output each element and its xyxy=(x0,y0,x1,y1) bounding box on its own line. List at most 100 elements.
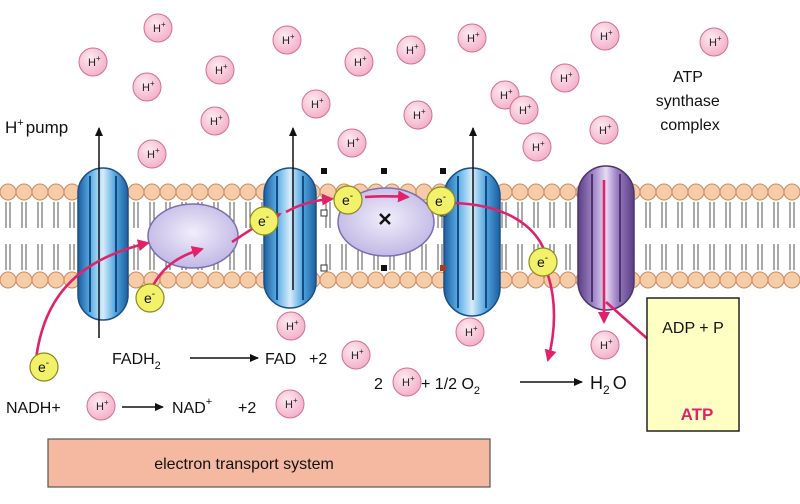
lipid-head xyxy=(175,183,193,201)
svg-text:H+: H+ xyxy=(147,146,160,161)
lipid-head xyxy=(0,271,17,289)
svg-text:H+: H+ xyxy=(88,54,101,69)
water-coefficient: 2 xyxy=(374,376,383,393)
lipid-head xyxy=(47,183,65,201)
lipid-head xyxy=(47,271,65,289)
fadh2-label: FADH2 xyxy=(112,351,161,372)
carrier-oval-2 xyxy=(337,187,435,257)
lipid-head xyxy=(351,271,369,289)
carrier-oval-1 xyxy=(147,203,239,269)
lipid-head xyxy=(0,183,17,201)
svg-text:e-: e- xyxy=(435,192,446,209)
lipid-head xyxy=(511,183,529,201)
lipid-tail-pair xyxy=(725,202,731,270)
svg-text:H+: H+ xyxy=(600,28,613,43)
lipid-head xyxy=(655,271,673,289)
lipid-tail-pair xyxy=(789,202,795,270)
lipid-tail-pair xyxy=(37,202,43,270)
lipid-head xyxy=(783,271,800,289)
lipid-head xyxy=(31,271,49,289)
h-ion: H+ xyxy=(132,72,162,102)
svg-text:H+: H+ xyxy=(413,107,426,122)
lipid-tail-pair xyxy=(245,202,251,270)
lipid-head xyxy=(687,183,705,201)
atp-synthase-channel xyxy=(577,165,635,311)
svg-text:H+: H+ xyxy=(311,96,324,111)
electron-path-nadh xyxy=(33,239,150,371)
fad-plus2-label: +2 xyxy=(309,351,327,368)
lipid-head xyxy=(239,271,257,289)
lipid-head xyxy=(655,183,673,201)
svg-text:H+: H+ xyxy=(210,113,223,128)
lipid-tail-pair xyxy=(677,202,683,270)
h-ion: H+ xyxy=(590,21,620,51)
h-ion: H+ xyxy=(86,391,116,421)
svg-text:H+: H+ xyxy=(215,62,228,77)
h-ion: H+ xyxy=(137,139,167,169)
svg-text:H+: H+ xyxy=(532,139,545,154)
h-ion: H+ xyxy=(205,55,235,85)
lipid-head xyxy=(415,271,433,289)
h-ion: H+ xyxy=(509,95,539,125)
svg-text:H+: H+ xyxy=(153,20,166,35)
svg-text:H+: H+ xyxy=(600,337,613,352)
lipid-head xyxy=(783,183,800,201)
water-equation-oxygen: + 1/2 O2 xyxy=(421,376,480,397)
h-ion: H+ xyxy=(403,100,433,130)
svg-text:H+: H+ xyxy=(709,34,722,49)
lipid-head xyxy=(671,183,689,201)
svg-text:H+: H+ xyxy=(519,102,532,117)
lipid-head xyxy=(367,271,385,289)
svg-text:H+: H+ xyxy=(351,347,364,362)
electron: e- xyxy=(528,247,558,277)
lipid-head xyxy=(511,271,529,289)
nad-label: NAD+ xyxy=(172,396,212,417)
lipid-tail-pair xyxy=(709,202,715,270)
h-ion: H+ xyxy=(200,106,230,136)
lipid-head xyxy=(703,271,721,289)
electron-path-to-water xyxy=(544,274,557,362)
lipid-head xyxy=(191,271,209,289)
lipid-tail-pair xyxy=(741,202,747,270)
atp-production-box xyxy=(646,297,740,432)
h-pump-complex-3 xyxy=(443,167,501,317)
electron: e- xyxy=(29,352,59,382)
center-marker xyxy=(379,213,391,225)
lipid-head xyxy=(751,271,769,289)
lipid-head xyxy=(639,271,657,289)
electron: e- xyxy=(249,206,279,236)
svg-text:H+: H+ xyxy=(282,32,295,47)
h-pump-label: H+pump xyxy=(5,117,68,137)
lipid-head xyxy=(159,271,177,289)
ets-caption-box xyxy=(47,438,491,488)
lipid-head xyxy=(559,183,577,201)
svg-text:e-: e- xyxy=(38,358,49,375)
svg-text:H+: H+ xyxy=(465,324,478,339)
adp-p-label: ADP + P xyxy=(662,320,724,337)
lipid-head xyxy=(239,183,257,201)
electron-path-segment-2 xyxy=(285,193,334,214)
lipid-head xyxy=(399,271,417,289)
h-ion: H+ xyxy=(522,132,552,162)
svg-text:H+: H+ xyxy=(599,122,612,137)
lipid-head xyxy=(143,183,161,201)
h-ion: H+ xyxy=(272,25,302,55)
h-pump-complex-1 xyxy=(77,167,129,321)
lipid-head xyxy=(687,271,705,289)
h-ion: H+ xyxy=(275,389,305,419)
h-ion: H+ xyxy=(301,89,331,119)
svg-text:H+: H+ xyxy=(354,54,367,69)
svg-text:H+: H+ xyxy=(500,87,513,102)
h-ion: H+ xyxy=(590,330,620,360)
electron: e- xyxy=(333,185,363,215)
ets-caption: electron transport system xyxy=(154,456,334,473)
lipid-tail-pair xyxy=(773,202,779,270)
svg-text:e-: e- xyxy=(537,253,548,270)
h-ion: H+ xyxy=(589,115,619,145)
fad-label: FAD xyxy=(265,351,296,368)
lipid-tail-pair xyxy=(5,202,11,270)
lipid-tail-pair xyxy=(661,202,667,270)
h-ion: H+ xyxy=(337,128,367,158)
svg-text:H+: H+ xyxy=(406,42,419,57)
